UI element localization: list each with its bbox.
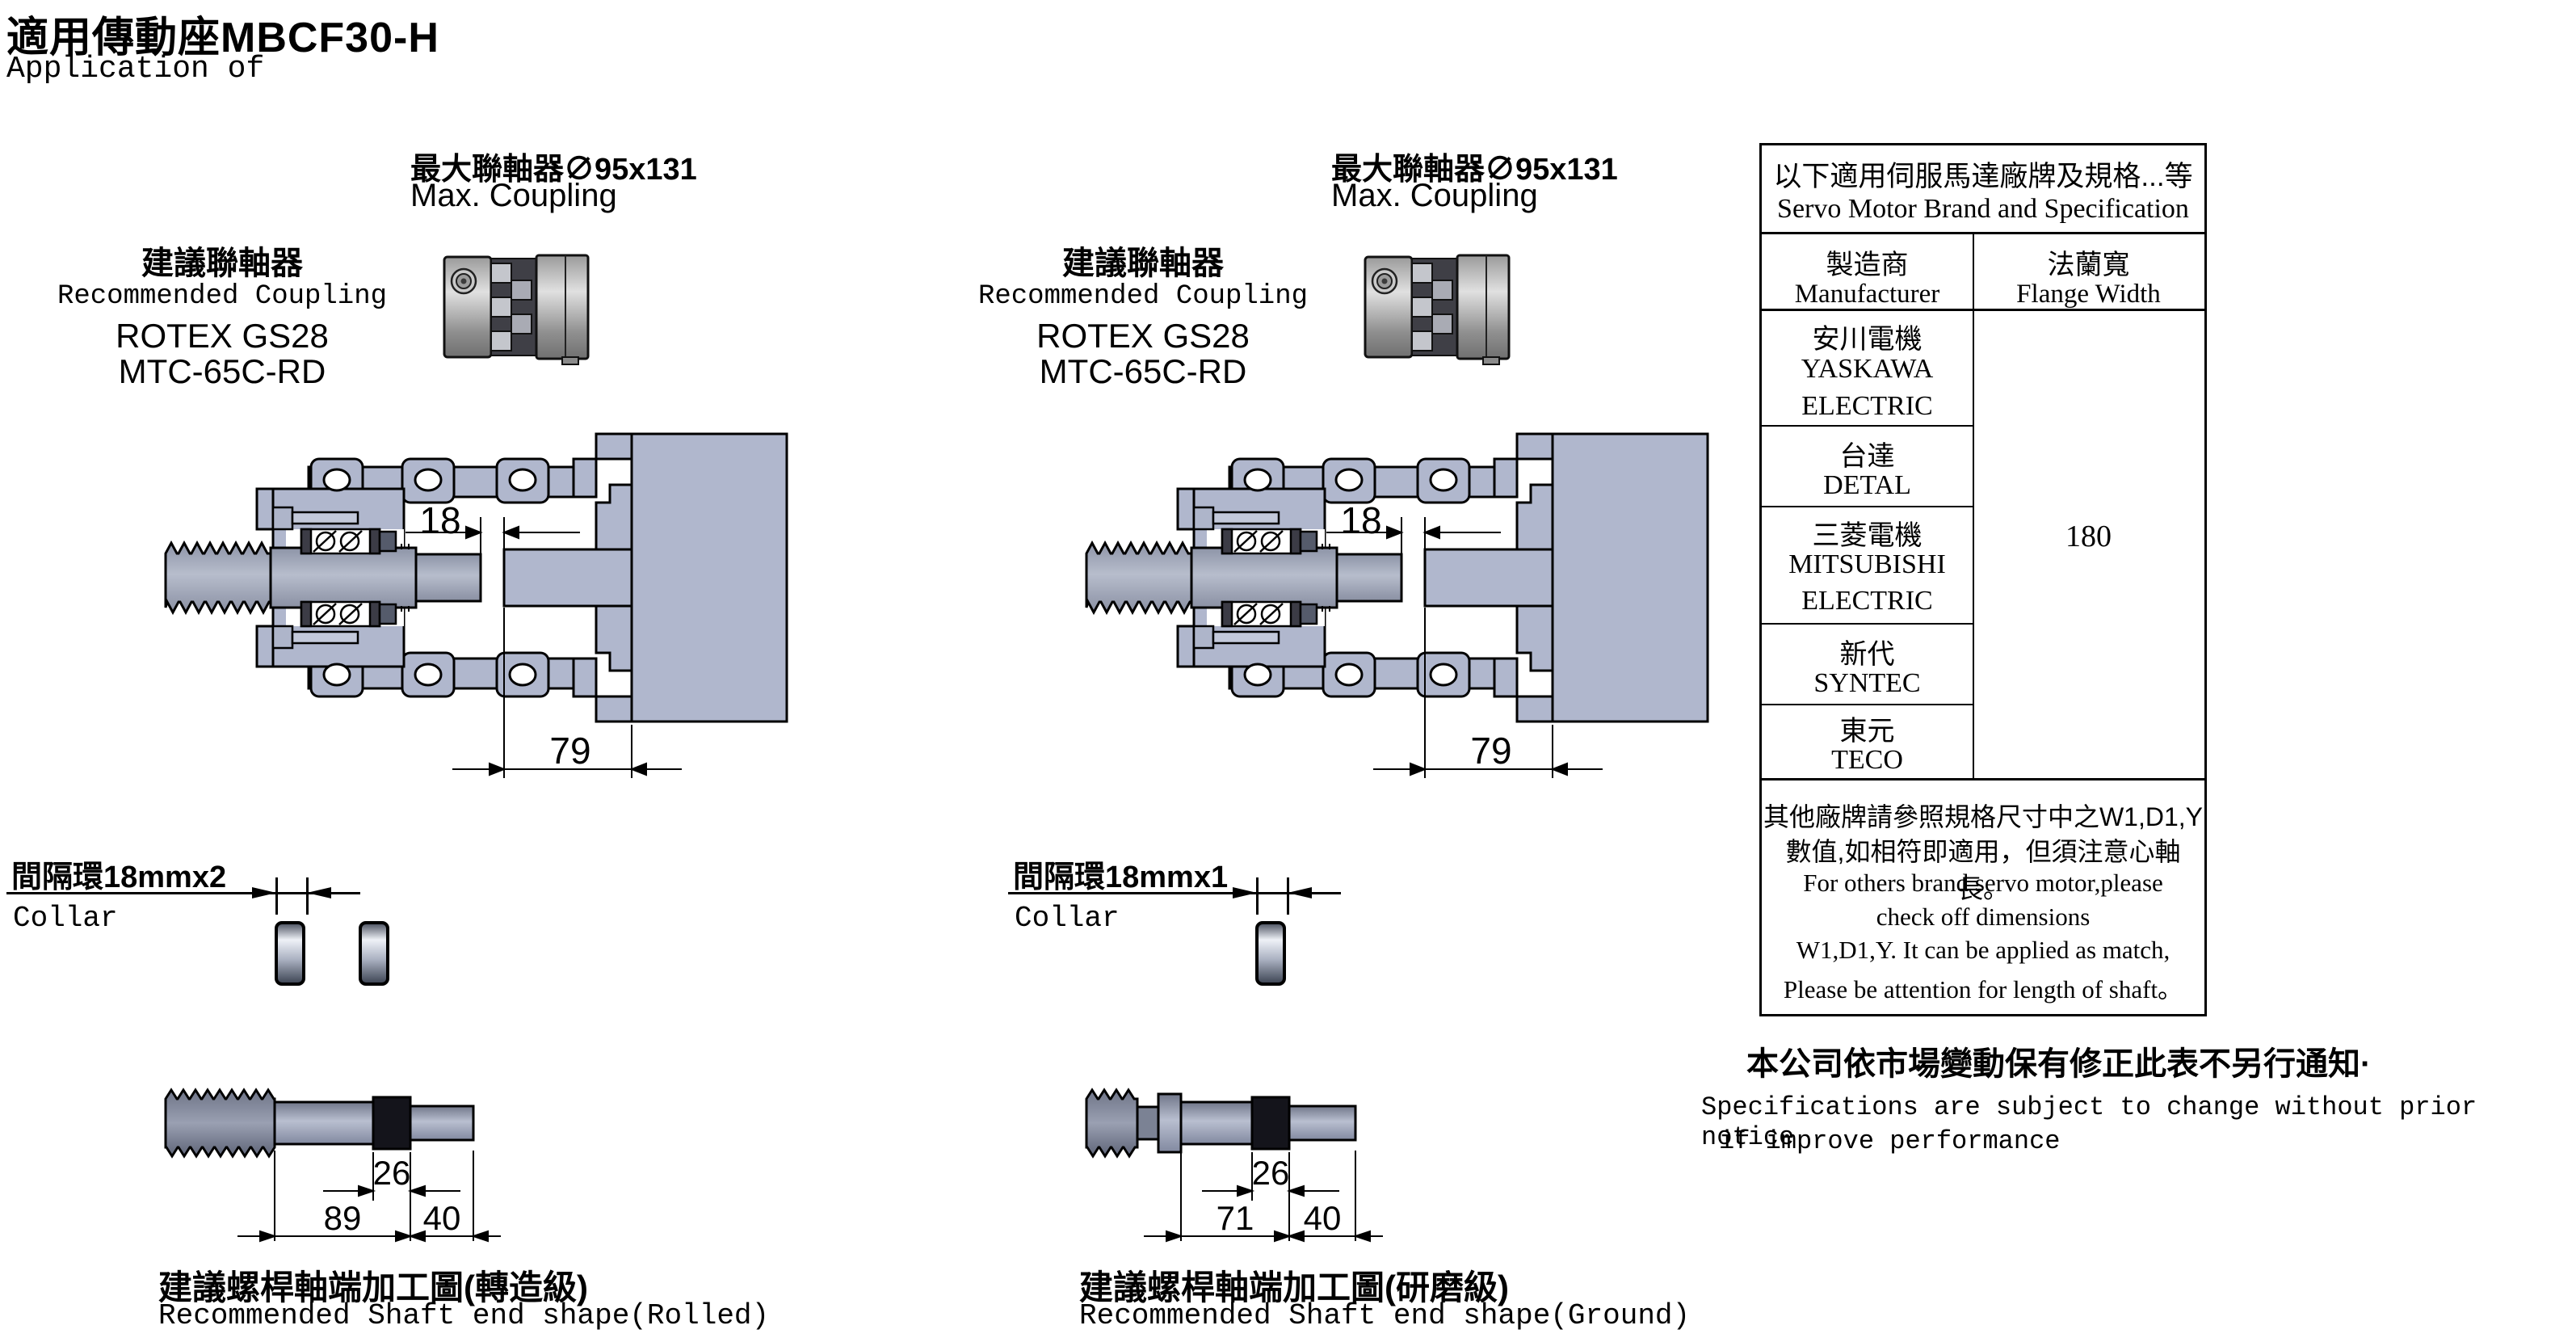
page-subtitle: Application of: [6, 52, 265, 86]
page-title: 適用傳動座MBCF30-H: [6, 15, 439, 61]
dim-mid-right: 26: [1251, 1154, 1290, 1192]
collar-label-left: 間隔環18mmx2: [11, 860, 227, 894]
flange-width-value: 180: [2065, 520, 2112, 553]
assembly-drawing-left: [158, 426, 796, 781]
shaft-title-en-right: Recommended Shaft end shape(Ground): [1079, 1299, 1691, 1332]
dim-depth-right: 79: [1470, 730, 1512, 772]
max-coupling-label-right: 最大聯軸器∅95x131: [1331, 153, 1618, 187]
footer-note-en2: if improve performance: [1719, 1126, 2061, 1156]
dim-end-right: 40: [1303, 1199, 1342, 1237]
rec-coupling-label-right: 建議聯軸器: [1062, 246, 1224, 281]
table-note-line: For others brand servo motor,please: [1803, 869, 2163, 897]
coupling-photo-left: [443, 247, 591, 367]
rec-model2-left: MTC-65C-RD: [118, 352, 326, 390]
brand-en: YASKAWA: [1801, 354, 1934, 384]
rec-model2-right: MTC-65C-RD: [1039, 352, 1247, 390]
collar-ring: [1255, 921, 1286, 986]
footer-note-en1: Specifications are subject to change wit…: [1701, 1092, 2477, 1152]
dim-depth-left: 79: [549, 730, 591, 772]
shaft-title-left: 建議螺桿軸端加工圖(轉造級): [158, 1269, 588, 1306]
table-note-line: W1,D1,Y. It can be applied as match,: [1796, 936, 2170, 964]
dim-gap-right: 18: [1340, 499, 1382, 541]
collar-ring: [359, 921, 389, 986]
collar-tick: [1256, 877, 1259, 915]
dim-mid-left: 26: [372, 1154, 411, 1192]
brand-en: ELECTRIC: [1801, 391, 1933, 421]
max-coupling-en-left: Max. Coupling: [410, 178, 617, 213]
rec-coupling-label-left: 建議聯軸器: [141, 246, 303, 281]
shaft-title-right: 建議螺桿軸端加工圖(研磨級): [1079, 1269, 1509, 1306]
col-flange: 法蘭寬: [2047, 250, 2130, 280]
coupling-photo-right: [1364, 247, 1512, 367]
table-note-line: check off dimensions: [1876, 903, 2091, 931]
table-title-en: Servo Motor Brand and Specification: [1777, 194, 2189, 224]
rec-coupling-en-left: Recommended Coupling: [57, 281, 388, 312]
brand-en: DETAL: [1823, 470, 1911, 500]
dim-gap-left: 18: [419, 499, 461, 541]
table-title: 以下適用伺服馬達廠牌及規格...等: [1773, 161, 2193, 192]
table-note-line: 其他廠牌請參照規格尺寸中之W1,D1,Y: [1763, 802, 2204, 831]
rec-model1-left: ROTEX GS28: [116, 317, 329, 355]
col-manufacturer-en: Manufacturer: [1794, 280, 1940, 309]
collar-leader-right: [1008, 892, 1341, 894]
brand-name: 安川電機: [1812, 324, 1923, 355]
table-note-line: Please be attention for length of shaft。: [1783, 975, 2183, 1004]
footer-note-cjk: 本公司依市場變動保有修正此表不另行通知·: [1746, 1046, 2372, 1082]
max-coupling-en-right: Max. Coupling: [1331, 178, 1538, 213]
arrow-right-icon: [252, 887, 276, 898]
dim-len-right: 71: [1216, 1199, 1254, 1237]
col-manufacturer: 製造商: [1826, 250, 1909, 280]
rec-model1-right: ROTEX GS28: [1036, 317, 1250, 355]
shaft-title-en-left: Recommended Shaft end shape(Rolled): [158, 1299, 770, 1332]
arrow-left-icon: [307, 887, 331, 898]
brand-name: 東元: [1839, 716, 1895, 747]
collar-en-left: Collar: [13, 902, 118, 935]
table-note-line: 數值,如相符即適用，但須注意心軸長。: [1785, 837, 2181, 903]
brand-name: 新代: [1839, 639, 1895, 670]
collar-tick: [275, 877, 278, 915]
brand-en: TECO: [1831, 745, 1903, 775]
collar-en-right: Collar: [1015, 902, 1120, 935]
brand-en: MITSUBISHI: [1788, 549, 1946, 579]
rec-coupling-en-right: Recommended Coupling: [977, 281, 1309, 312]
collar-ring: [275, 921, 305, 986]
collar-leader-left: [6, 892, 360, 894]
max-coupling-label-left: 最大聯軸器∅95x131: [410, 153, 697, 187]
arrow-left-icon: [1288, 887, 1312, 898]
col-flange-en: Flange Width: [2016, 280, 2161, 309]
dim-end-left: 40: [422, 1199, 461, 1237]
dim-len-left: 89: [323, 1199, 362, 1237]
brand-en: ELECTRIC: [1801, 586, 1933, 616]
brand-name: 台達: [1839, 441, 1895, 472]
brand-name: 三菱電機: [1812, 520, 1923, 551]
assembly-drawing-right: [1079, 426, 1717, 781]
arrow-right-icon: [1233, 887, 1257, 898]
collar-label-right: 間隔環18mmx1: [1013, 860, 1229, 894]
brand-en: SYNTEC: [1813, 668, 1921, 698]
servo-motor-table: 以下適用伺服馬達廠牌及規格...等 Servo Motor Brand and …: [1759, 143, 2207, 1016]
